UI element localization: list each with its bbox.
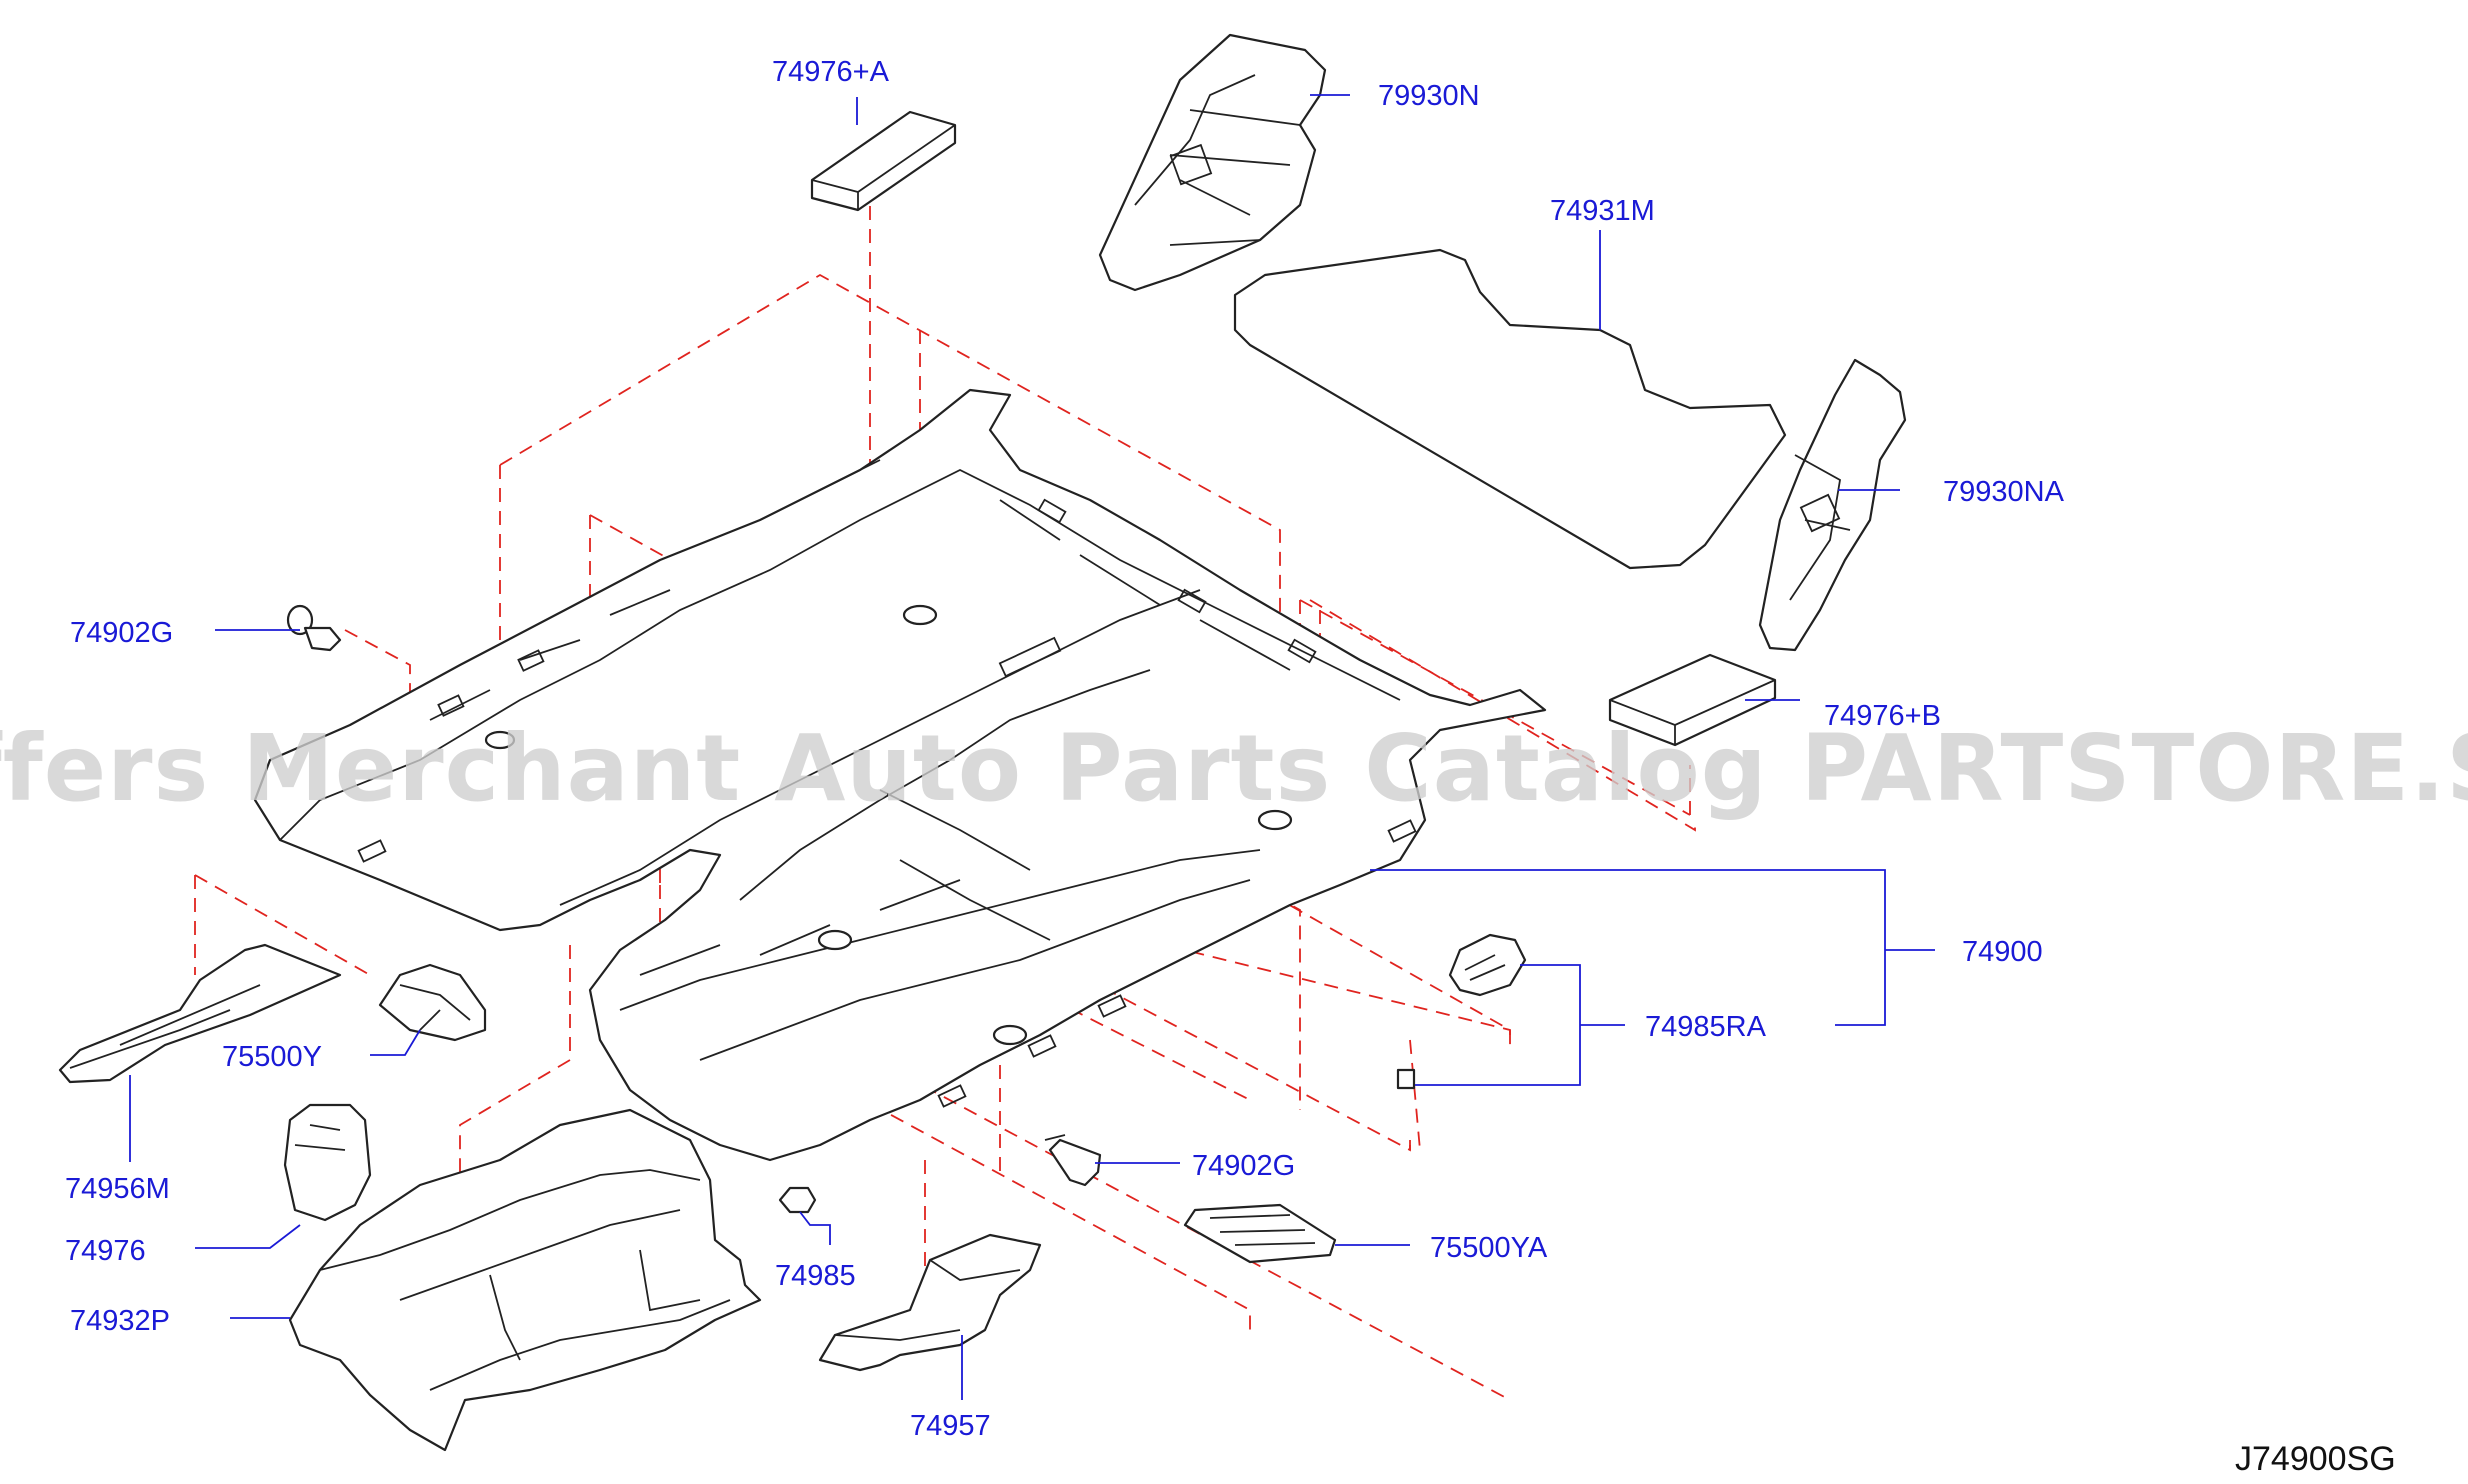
label-74900: 74900: [1962, 936, 2043, 968]
fastener-74902g-top: [286, 604, 342, 652]
part-75500ya-bracket: [1183, 1203, 1337, 1264]
part-79930n-insulator: [1098, 33, 1327, 292]
part-74985ra-clips: [1396, 933, 1527, 1090]
part-74957-pad: [818, 1233, 1042, 1372]
label-74931m: 74931M: [1550, 195, 1655, 227]
part-labels: 74976+A 79930N 74931M 79930NA 74902G 749…: [65, 56, 2065, 1442]
part-74976-pad: [283, 1103, 372, 1222]
part-74931m-panel: [1233, 248, 1787, 570]
fastener-74902g-bottom: [1044, 1134, 1102, 1187]
part-74976a-block: [810, 110, 957, 212]
label-74956m: 74956M: [65, 1173, 170, 1205]
leader-lines: [129, 94, 1935, 1400]
part-74956m-panel: [58, 943, 342, 1084]
label-74932p: 74932P: [70, 1305, 170, 1337]
label-74985: 74985: [775, 1260, 856, 1292]
label-79930na: 79930NA: [1943, 476, 2065, 508]
part-74932p-rear-panel: [288, 1108, 762, 1452]
fastener-74985-nut: [778, 1186, 817, 1214]
part-74900-floor-carpet: [253, 388, 1547, 1162]
label-74976: 74976: [65, 1235, 146, 1267]
label-79930n: 79930N: [1378, 80, 1480, 112]
label-74902g-bottom: 74902G: [1192, 1150, 1295, 1182]
part-75500y-bracket: [378, 963, 487, 1042]
label-75500y: 75500Y: [222, 1041, 322, 1073]
label-74985ra: 74985RA: [1645, 1011, 1767, 1043]
part-79930na-insulator: [1758, 358, 1907, 652]
label-74976a: 74976+A: [772, 56, 890, 88]
diagram-code: J74900SG: [2235, 1440, 2396, 1478]
label-74957: 74957: [910, 1410, 991, 1442]
label-75500ya: 75500YA: [1430, 1232, 1548, 1264]
label-74976b: 74976+B: [1824, 700, 1941, 732]
watermark: Offers Merchant Auto Parts Catalog PARTS…: [0, 715, 2468, 822]
label-74902g-top: 74902G: [70, 617, 173, 649]
part-74976b-block: [1608, 653, 1777, 747]
